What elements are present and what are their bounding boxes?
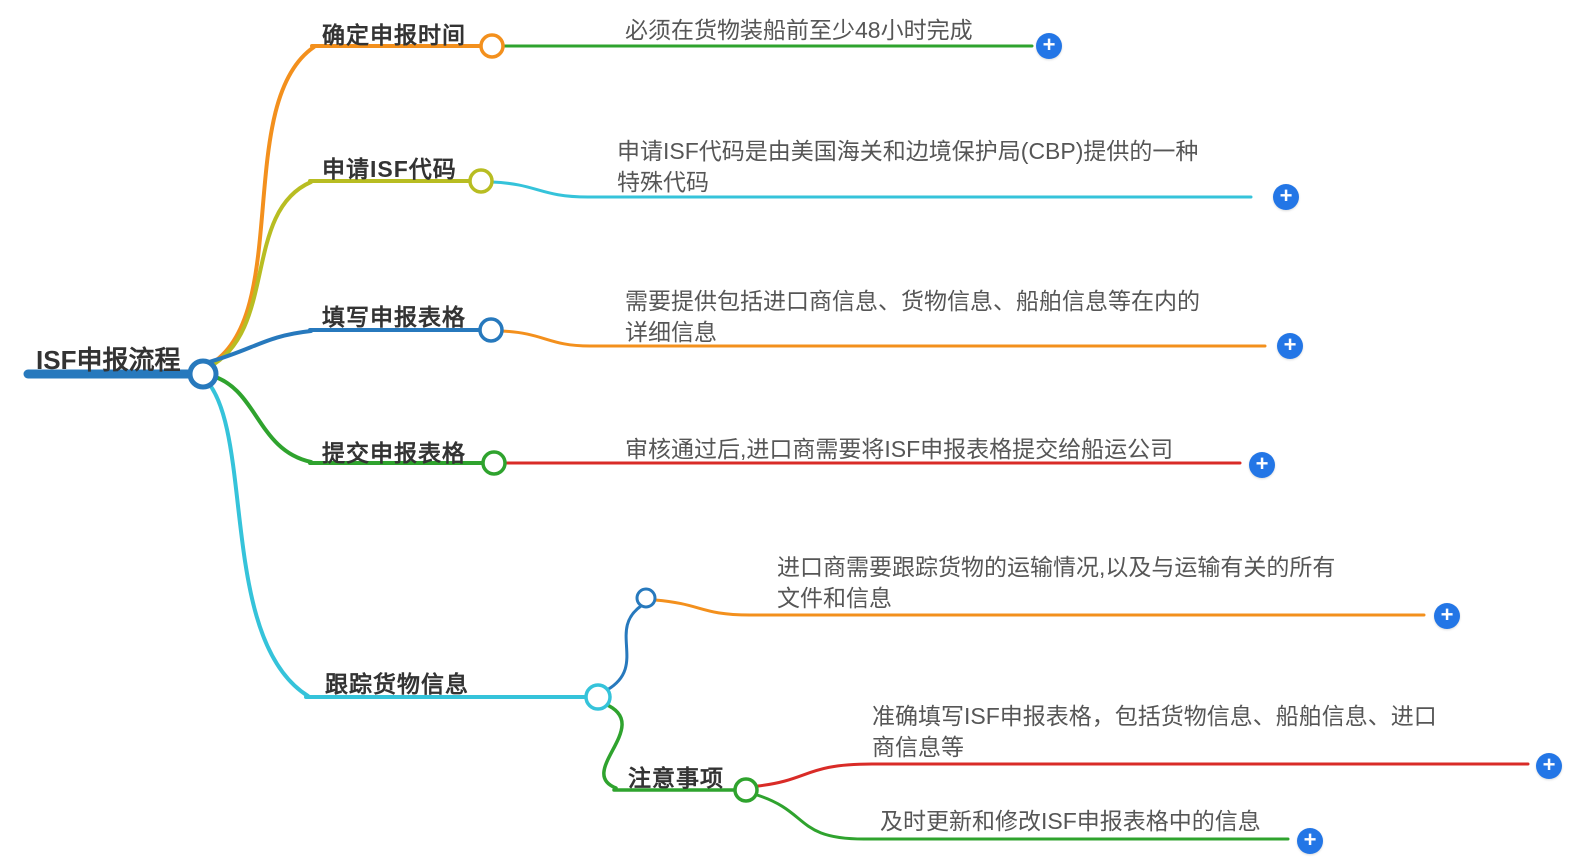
root-node-handle[interactable] — [187, 358, 219, 390]
notes-leaf1-text-line: 准确填写ISF申报表格，包括货物信息、船舶信息、进口 — [872, 703, 1437, 729]
leaf1-text[interactable]: 必须在货物装船前至少48小时完成 — [625, 15, 973, 46]
branch2-topic-label[interactable]: 申请ISF代码 — [322, 156, 457, 182]
leaf3-text-line: 详细信息 — [625, 319, 717, 345]
add-topic-button-leaf3[interactable]: + — [1277, 333, 1303, 359]
leaf3-text[interactable]: 需要提供包括进口商信息、货物信息、船舶信息等在内的 详细信息 — [625, 286, 1200, 348]
add-topic-button-leaf4[interactable]: + — [1249, 452, 1275, 478]
branch3-node-handle[interactable] — [478, 317, 504, 343]
track-leaf-text[interactable]: 进口商需要跟踪货物的运输情况,以及与运输有关的所有 文件和信息 — [777, 552, 1335, 614]
plus-icon: + — [1255, 451, 1269, 476]
branch5-topic-label[interactable]: 跟踪货物信息 — [325, 671, 469, 697]
branch4-topic-label[interactable]: 提交申报表格 — [322, 440, 466, 466]
notes-leaf1-underline — [756, 762, 1530, 788]
add-topic-button-track-leaf[interactable]: + — [1434, 603, 1460, 629]
branch2-node-handle[interactable] — [468, 168, 494, 194]
branch1-node-handle[interactable] — [479, 33, 505, 59]
leaf2-text-line: 特殊代码 — [617, 169, 709, 195]
add-topic-button-leaf2[interactable]: + — [1273, 184, 1299, 210]
connector-root-to-branch1 — [207, 45, 316, 367]
notes-topic-label[interactable]: 注意事项 — [628, 765, 724, 791]
plus-icon: + — [1042, 32, 1056, 57]
connector-branch5-to-track-leaf — [605, 604, 643, 692]
connector-root-to-branch2 — [207, 180, 313, 369]
plus-icon: + — [1283, 332, 1297, 357]
branch3-topic-label[interactable]: 填写申报表格 — [322, 304, 466, 330]
branch4-node-handle[interactable] — [481, 450, 507, 476]
notes-leaf2-text[interactable]: 及时更新和修改ISF申报表格中的信息 — [880, 806, 1261, 837]
plus-icon: + — [1542, 752, 1556, 777]
add-topic-button-notes-leaf1[interactable]: + — [1536, 753, 1562, 779]
add-topic-button-leaf1[interactable]: + — [1036, 33, 1062, 59]
track-leaf-underline — [653, 598, 1426, 617]
track-subnode-handle[interactable] — [635, 587, 657, 609]
notes-node-handle[interactable] — [733, 777, 759, 803]
leaf3-underline — [500, 329, 1267, 348]
connector-branch5-to-notes — [602, 702, 624, 790]
track-leaf-text-line: 文件和信息 — [777, 585, 892, 611]
leaf4-text-line: 审核通过后,进口商需要将ISF申报表格提交给船运公司 — [625, 436, 1174, 462]
leaf2-text[interactable]: 申请ISF代码是由美国海关和边境保护局(CBP)提供的一种 特殊代码 — [617, 136, 1198, 198]
notes-leaf2-text-line: 及时更新和修改ISF申报表格中的信息 — [880, 808, 1261, 834]
branch1-topic-label[interactable]: 确定申报时间 — [322, 22, 466, 48]
add-topic-button-notes-leaf2[interactable]: + — [1297, 828, 1323, 854]
connector-root-to-branch4 — [207, 373, 313, 464]
root-topic-label[interactable]: ISF申报流程 — [36, 345, 181, 375]
leaf1-text-line: 必须在货物装船前至少48小时完成 — [625, 17, 973, 43]
leaf2-text-line: 申请ISF代码是由美国海关和边境保护局(CBP)提供的一种 — [617, 138, 1199, 164]
leaf4-text[interactable]: 审核通过后,进口商需要将ISF申报表格提交给船运公司 — [625, 434, 1173, 465]
leaf2-underline — [490, 180, 1253, 199]
notes-leaf2-underline — [755, 793, 1290, 841]
notes-leaf1-text[interactable]: 准确填写ISF申报表格，包括货物信息、船舶信息、进口 商信息等 — [872, 701, 1437, 763]
track-leaf-text-line: 进口商需要跟踪货物的运输情况,以及与运输有关的所有 — [777, 554, 1336, 580]
plus-icon: + — [1440, 602, 1454, 627]
connector-root-to-branch3 — [207, 329, 313, 364]
leaf3-text-line: 需要提供包括进口商信息、货物信息、船舶信息等在内的 — [625, 288, 1200, 314]
plus-icon: + — [1279, 183, 1293, 208]
plus-icon: + — [1303, 827, 1317, 852]
notes-leaf1-text-line: 商信息等 — [872, 734, 964, 760]
connector-root-to-branch5 — [203, 377, 310, 698]
branch5-node-handle[interactable] — [584, 683, 612, 711]
